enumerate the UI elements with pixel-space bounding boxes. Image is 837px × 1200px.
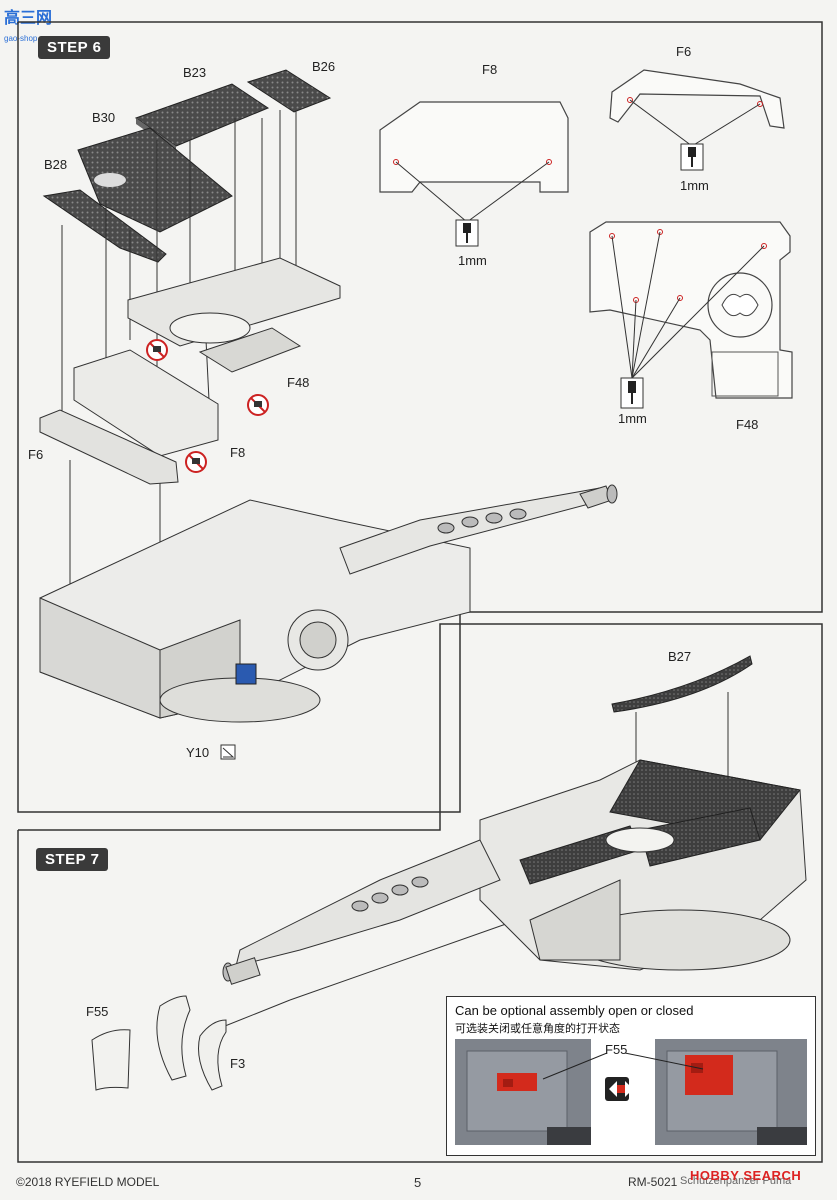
turret-hull-step6 bbox=[39, 484, 618, 723]
drill-icon-f48 bbox=[620, 377, 644, 409]
inset-title: Can be optional assembly open or closed bbox=[455, 1003, 694, 1018]
inset-part-label: F55 bbox=[605, 1042, 628, 1057]
detail-drill-f6: 1mm bbox=[680, 178, 709, 193]
detail-drill-f48: 1mm bbox=[618, 411, 647, 426]
inset-subtitle: 可选装关闭或任意角度的打开状态 bbox=[455, 1023, 620, 1035]
footer-page-number: 5 bbox=[414, 1175, 422, 1190]
footer-product-code: RM-5021 bbox=[628, 1175, 678, 1189]
optional-assembly-inset: Can be optional assembly open or closed … bbox=[446, 996, 816, 1156]
part-f3 bbox=[198, 1019, 227, 1091]
label-f6: F6 bbox=[28, 447, 44, 462]
part-b30-plate bbox=[77, 127, 233, 233]
no-glue-icon-3 bbox=[185, 451, 207, 473]
label-b26: B26 bbox=[312, 59, 336, 74]
part-f55-2 bbox=[156, 995, 191, 1081]
no-glue-icon-2 bbox=[247, 394, 269, 416]
inset-closed-view bbox=[455, 1039, 591, 1145]
label-f55: F55 bbox=[86, 1004, 109, 1019]
turret-hull-step7 bbox=[222, 759, 807, 985]
drill-icon-f8 bbox=[455, 219, 479, 247]
part-f6-frame bbox=[39, 409, 179, 485]
label-y10: Y10 bbox=[186, 745, 210, 760]
detail-f6-outline bbox=[609, 69, 785, 147]
watermark-logo-url: gao-shop.com bbox=[4, 34, 55, 43]
detail-drill-f8: 1mm bbox=[458, 253, 487, 268]
label-b27: B27 bbox=[668, 649, 692, 664]
detail-f48-outline bbox=[589, 221, 793, 399]
step6-badge: STEP 6 bbox=[38, 36, 111, 59]
inset-open-view bbox=[655, 1039, 807, 1145]
step7-badge: STEP 7 bbox=[36, 848, 109, 871]
label-f8: F8 bbox=[230, 445, 246, 460]
part-b28-plate bbox=[42, 189, 167, 263]
glue-applicator-icon bbox=[220, 744, 236, 760]
detail-label-f8: F8 bbox=[482, 62, 498, 77]
label-b23: B23 bbox=[183, 65, 207, 80]
no-glue-icon-1 bbox=[146, 339, 168, 361]
label-b30: B30 bbox=[92, 110, 116, 125]
drill-icon-f6 bbox=[680, 143, 704, 171]
detail-label-f48: F48 bbox=[736, 417, 759, 432]
part-b26-plate bbox=[246, 69, 332, 113]
part-b27-plate bbox=[611, 655, 753, 713]
part-f55 bbox=[91, 1029, 131, 1091]
label-f48: F48 bbox=[287, 375, 310, 390]
part-turret-roof-frame bbox=[127, 257, 341, 373]
label-f3: F3 bbox=[230, 1056, 246, 1071]
footer-watermark: HOBBY SEARCH bbox=[690, 1168, 802, 1183]
part-f8-frame bbox=[73, 349, 219, 457]
label-b28: B28 bbox=[44, 157, 68, 172]
footer-copyright: ©2018 RYEFIELD MODEL bbox=[16, 1175, 160, 1189]
detail-label-f6: F6 bbox=[676, 44, 692, 59]
open-close-arrow-icon bbox=[605, 1077, 633, 1101]
footer-product-name: Schützenpanzer Puma bbox=[680, 1175, 792, 1187]
detail-f8-outline bbox=[379, 101, 569, 223]
inset-images bbox=[455, 1039, 807, 1145]
